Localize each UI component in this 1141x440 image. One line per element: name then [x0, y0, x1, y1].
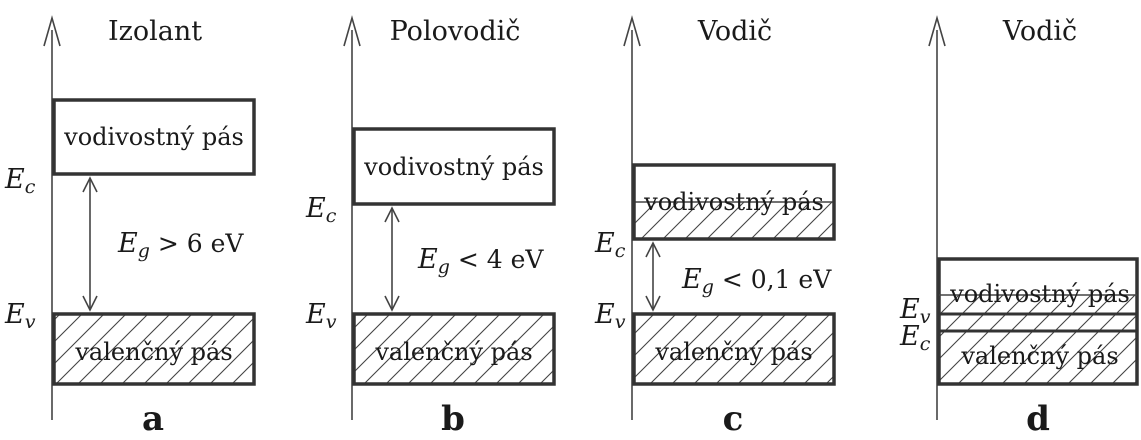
panel-title: Vodič — [1002, 16, 1077, 47]
panel-letter: c — [723, 399, 744, 439]
filled-region-hatch — [939, 295, 1137, 384]
band-gap-arrowheads — [645, 241, 661, 312]
panel-insulator: Izolant vodivostný pás valenčný pás Ec E… — [4, 15, 256, 439]
valence-band-label: valenčný pás — [960, 342, 1118, 370]
conduction-band — [52, 98, 256, 176]
band-gap-label: Eg > 6 eV — [117, 228, 244, 262]
conduction-band — [352, 127, 556, 206]
panel-conductor-overlap: Vodič vodivostný pás valenčný pás Ev Ec … — [899, 15, 1139, 439]
panel-semiconductor: Polovodič vodivostný pás valenčný pás Ec… — [305, 15, 556, 439]
conduction-band-filled-part — [634, 202, 834, 239]
valence-band-hatch — [634, 314, 834, 384]
panel-letter: b — [441, 399, 465, 439]
energy-axis-arrowhead — [43, 15, 61, 47]
conduction-band-label: vodivostný pás — [643, 188, 824, 216]
valence-band-label: valenčný pás — [654, 338, 812, 366]
band-gap-label: Eg < 4 eV — [417, 244, 544, 278]
conduction-band-label: vodivostný pás — [949, 280, 1130, 308]
valence-band-label: valenčný pás — [74, 338, 232, 366]
valence-band — [52, 312, 256, 386]
panel-letter: d — [1026, 399, 1050, 439]
valence-band-hatch — [354, 314, 554, 384]
valence-band — [632, 312, 836, 386]
panel-letter: a — [142, 399, 164, 439]
ev-label: Ev — [899, 294, 931, 328]
band-region — [937, 257, 1139, 386]
panel-title: Vodič — [697, 16, 772, 47]
valence-band-hatch — [54, 314, 254, 384]
energy-axis-arrowhead — [623, 15, 641, 47]
conduction-band-label: vodivostný pás — [63, 123, 244, 151]
band-gap-arrowheads — [82, 176, 98, 312]
ev-label: Ev — [594, 299, 626, 333]
band-gap-arrowheads — [384, 206, 400, 312]
conduction-band-label: vodivostný pás — [363, 153, 544, 181]
ec-label: Ec — [899, 321, 931, 355]
panel-title: Izolant — [108, 16, 202, 47]
energy-axis-arrowhead — [343, 15, 361, 47]
valence-band — [352, 312, 556, 386]
panel-title: Polovodič — [390, 16, 521, 47]
ec-label: Ec — [305, 193, 337, 227]
ev-label: Ev — [305, 299, 337, 333]
valence-band-label: valenčný pás — [374, 338, 532, 366]
conduction-band — [632, 163, 836, 241]
ec-label: Ec — [4, 164, 36, 198]
ev-label: Ev — [4, 299, 36, 333]
energy-axis-arrowhead — [928, 15, 946, 47]
ec-label: Ec — [594, 228, 626, 262]
band-gap-label: Eg < 0,1 eV — [681, 264, 832, 298]
panel-conductor-small-gap: Vodič vodivostný pás valenčný pás Ec Ev … — [594, 15, 836, 439]
